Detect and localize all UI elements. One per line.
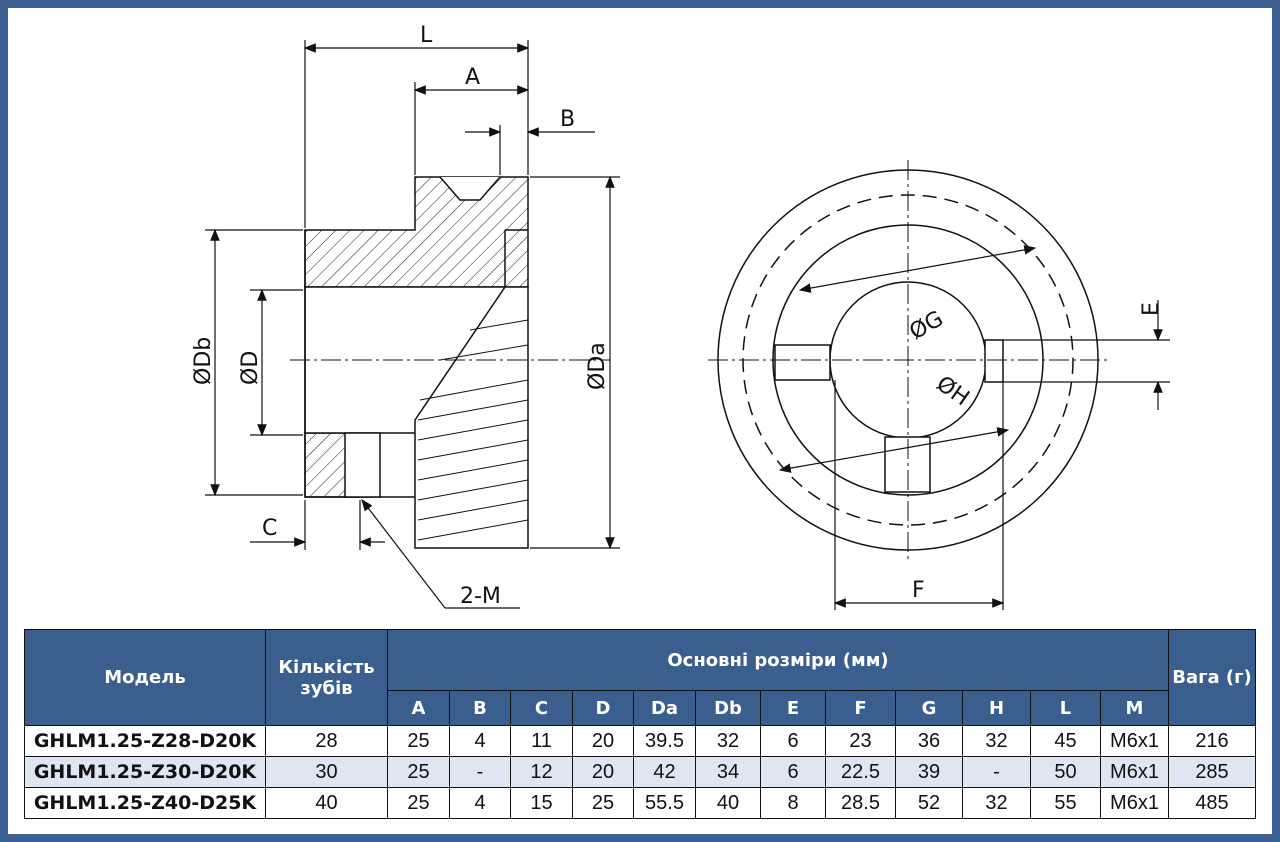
- header-weight: Вага (г): [1168, 629, 1256, 726]
- header-teeth: Кількість зубів: [265, 629, 388, 726]
- cell-teeth: 40: [265, 787, 388, 819]
- cell-weight: 216: [1168, 725, 1256, 757]
- label-M: 2-M: [460, 584, 501, 609]
- header-Db: Db: [695, 690, 761, 726]
- header-E: E: [760, 690, 826, 726]
- cell-g: 36: [895, 725, 963, 757]
- cell-teeth: 30: [265, 756, 388, 788]
- cell-m: M6x1: [1100, 725, 1169, 757]
- header-L: L: [1030, 690, 1101, 726]
- cell-teeth: 28: [265, 725, 388, 757]
- cell-da: 42: [633, 756, 696, 788]
- cell-e: 6: [760, 756, 826, 788]
- front-view: [708, 160, 1108, 560]
- cell-g: 39: [895, 756, 963, 788]
- technical-drawing: L A B ØDb ØD ØDa C 2-M E ØG ØH F: [191, 23, 1170, 610]
- label-C: C: [262, 516, 277, 541]
- cell-db: 40: [695, 787, 761, 819]
- cell-weight: 285: [1168, 756, 1256, 788]
- cell-da: 55.5: [633, 787, 696, 819]
- header-dimensions: Основні розміри (мм): [387, 629, 1169, 691]
- cell-f: 23: [825, 725, 896, 757]
- header-G: G: [895, 690, 963, 726]
- cell-f: 28.5: [825, 787, 896, 819]
- cell-b: -: [449, 756, 511, 788]
- specs-table: Модель Кількість зубів Основні розміри (…: [24, 629, 1256, 819]
- cell-c: 11: [510, 725, 573, 757]
- cell-c: 15: [510, 787, 573, 819]
- label-B: B: [560, 107, 575, 132]
- cell-d: 20: [572, 725, 634, 757]
- label-Da: ØDa: [585, 342, 610, 390]
- header-C: C: [510, 690, 573, 726]
- cell-h: 32: [962, 787, 1031, 819]
- header-B: B: [449, 690, 511, 726]
- cell-model: GHLM1.25-Z28-D20K: [24, 725, 266, 757]
- cell-h: 32: [962, 725, 1031, 757]
- label-D: ØD: [238, 351, 263, 385]
- cell-a: 25: [387, 756, 450, 788]
- header-F: F: [825, 690, 896, 726]
- side-view-dimensions: [205, 40, 620, 609]
- cell-l: 55: [1030, 787, 1101, 819]
- cell-e: 8: [760, 787, 826, 819]
- cell-db: 34: [695, 756, 761, 788]
- cell-b: 4: [449, 787, 511, 819]
- cell-b: 4: [449, 725, 511, 757]
- side-view-labels: L A B ØDb ØD ØDa C 2-M: [191, 23, 610, 609]
- label-F: F: [912, 578, 925, 603]
- cell-l: 45: [1030, 725, 1101, 757]
- cell-a: 25: [387, 787, 450, 819]
- header-Da: Da: [633, 690, 696, 726]
- cell-e: 6: [760, 725, 826, 757]
- front-view-dimensions: [778, 245, 1170, 610]
- cell-f: 22.5: [825, 756, 896, 788]
- cell-db: 32: [695, 725, 761, 757]
- cell-l: 50: [1030, 756, 1101, 788]
- header-H: H: [962, 690, 1031, 726]
- cell-m: M6x1: [1100, 756, 1169, 788]
- cell-a: 25: [387, 725, 450, 757]
- cell-g: 52: [895, 787, 963, 819]
- header-A: A: [387, 690, 450, 726]
- header-M: M: [1100, 690, 1169, 726]
- cell-model: GHLM1.25-Z40-D25K: [24, 787, 266, 819]
- header-model: Модель: [24, 629, 266, 726]
- cell-m: M6x1: [1100, 787, 1169, 819]
- cell-weight: 485: [1168, 787, 1256, 819]
- cell-da: 39.5: [633, 725, 696, 757]
- header-D: D: [572, 690, 634, 726]
- label-Db: ØDb: [191, 337, 216, 385]
- cell-d: 25: [572, 787, 634, 819]
- label-E: E: [1139, 302, 1164, 316]
- cell-d: 20: [572, 756, 634, 788]
- label-L: L: [420, 23, 433, 48]
- side-view: [290, 176, 610, 549]
- label-A: A: [465, 65, 480, 90]
- dim-header-row: A B C D Da Db E F G H L M: [25, 690, 1256, 726]
- cell-c: 12: [510, 756, 573, 788]
- cell-h: -: [962, 756, 1031, 788]
- cell-model: GHLM1.25-Z30-D20K: [24, 756, 266, 788]
